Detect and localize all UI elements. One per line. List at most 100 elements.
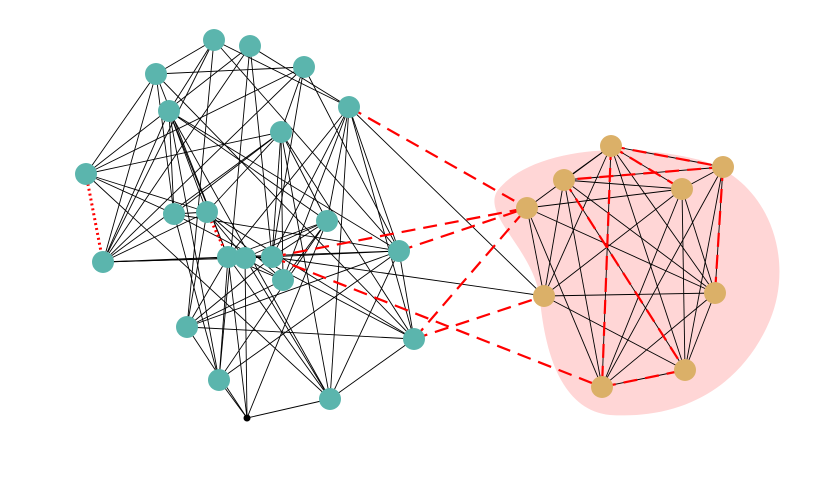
edge-line — [610, 145, 716, 294]
edge-line — [329, 250, 400, 400]
edge-line — [173, 213, 415, 340]
graph-node-a — [196, 201, 218, 223]
edge-line — [271, 131, 282, 258]
edge-line — [227, 106, 350, 258]
graph-node-a — [293, 56, 315, 78]
dashed-edge-line — [601, 368, 686, 389]
dashed-edge-line — [271, 255, 603, 389]
graph-node-a — [319, 388, 341, 410]
edge-line — [168, 110, 175, 215]
graph-node-a — [403, 328, 425, 350]
dashed-edge-line — [600, 145, 613, 388]
edge-line — [168, 39, 215, 112]
edge-line — [85, 173, 331, 400]
edge-line — [563, 179, 716, 294]
edge-line — [173, 131, 282, 215]
graph-node-b — [712, 156, 734, 178]
edge-line — [543, 292, 716, 297]
edge-line — [684, 292, 716, 371]
dashed-edge-line — [413, 294, 545, 341]
edge-line — [563, 179, 603, 388]
edge-line — [280, 131, 328, 222]
edge-line — [186, 211, 208, 328]
edge-line — [543, 145, 612, 297]
graph-node-b — [600, 135, 622, 157]
edge-line — [543, 295, 686, 371]
edge-line — [246, 398, 331, 419]
edge-line — [85, 66, 305, 175]
edge-line — [244, 220, 328, 259]
graph-node-a — [270, 121, 292, 143]
graph-node-a — [92, 251, 114, 273]
dashed-edge-line — [563, 165, 724, 182]
edge-line — [280, 66, 305, 133]
edge-line — [186, 326, 415, 340]
edge-line — [246, 220, 328, 419]
edge-line — [213, 39, 400, 252]
graph-node-a — [158, 100, 180, 122]
edge-line — [271, 256, 545, 297]
graph-node-a — [176, 316, 198, 338]
graph-node-b — [591, 376, 613, 398]
edge-line — [326, 106, 350, 222]
edge-line — [563, 179, 683, 190]
edge-line — [348, 106, 545, 297]
graph-node-b — [516, 197, 538, 219]
dashed-edge-line — [610, 145, 683, 190]
cluster-highlight-region — [494, 150, 780, 416]
edge-line — [85, 131, 282, 175]
graph-node-a — [338, 96, 360, 118]
edge-line — [280, 131, 331, 400]
edge-line — [155, 66, 305, 75]
dashed-edge-line — [398, 206, 528, 253]
edge-line — [526, 207, 603, 388]
edge-line — [610, 145, 686, 371]
edge-line — [218, 220, 328, 381]
edge-line — [684, 166, 724, 371]
edge-line — [303, 66, 400, 252]
edge-line — [168, 110, 229, 258]
dashed-edge-line — [413, 207, 528, 340]
edge-line — [186, 256, 229, 328]
edge-line — [168, 110, 400, 252]
edge-line — [271, 66, 305, 258]
edge-line — [681, 188, 686, 371]
edge-line — [249, 45, 273, 258]
edge-line — [173, 213, 220, 381]
edge-line — [218, 45, 251, 381]
dashed-edge-line — [610, 144, 724, 169]
edge-line — [206, 211, 415, 340]
edge-line — [714, 166, 724, 294]
graph-node-a — [272, 269, 294, 291]
dashed-edge-layer — [271, 106, 725, 389]
edge-line — [102, 45, 251, 263]
edge-line — [102, 73, 157, 263]
edge-line — [329, 338, 415, 400]
edge-line — [244, 257, 248, 419]
edge-line — [681, 188, 716, 294]
graph-node-a — [145, 63, 167, 85]
graph-node-a — [208, 369, 230, 391]
edge-line — [218, 250, 400, 381]
edge-line — [213, 39, 350, 108]
edge-line — [206, 131, 282, 213]
edge-line — [526, 188, 683, 209]
edge-line — [398, 250, 415, 340]
edge-line — [206, 211, 284, 281]
graph-node-a — [234, 247, 256, 269]
edge-line — [601, 188, 683, 388]
edge-line — [601, 166, 724, 388]
graph-node-b — [674, 359, 696, 381]
edge-line — [155, 73, 415, 340]
edge-line — [155, 73, 175, 215]
graph-node-b — [704, 282, 726, 304]
edge-line — [348, 106, 415, 340]
graph-node-a — [316, 210, 338, 232]
edge-line — [155, 39, 215, 75]
edge-line — [168, 110, 328, 222]
edge-line — [85, 73, 157, 175]
edge-line — [168, 110, 220, 381]
edge-line — [348, 106, 400, 252]
edge-line — [102, 39, 215, 263]
hub-node — [243, 414, 251, 422]
